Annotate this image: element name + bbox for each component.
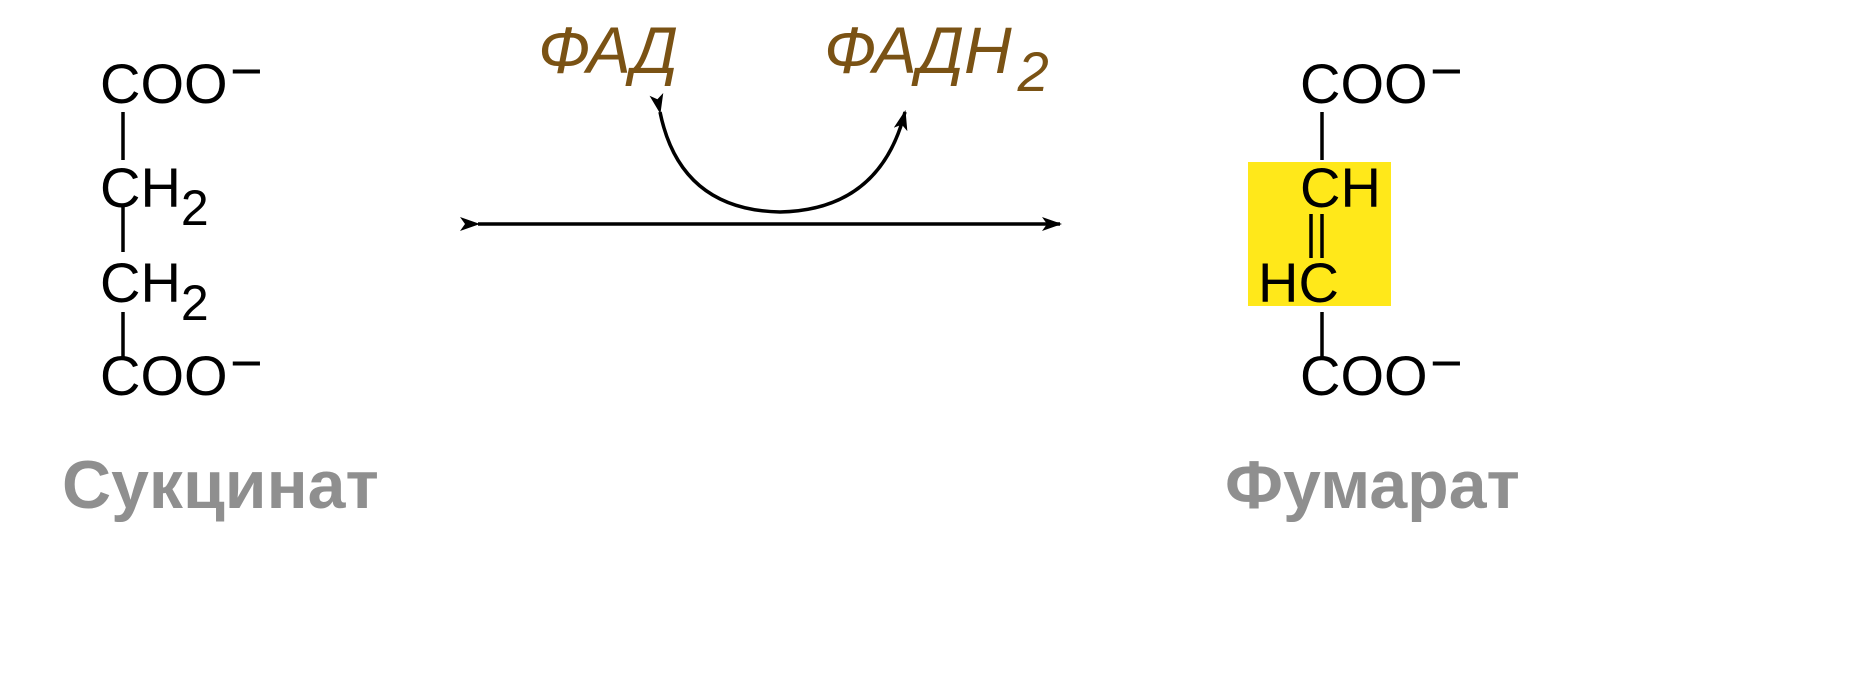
succinate-name: Сукцинат: [62, 447, 379, 523]
succinate-charge-top: −: [230, 39, 263, 102]
cofactor-arc-arrow: [649, 92, 908, 214]
fumarate-ch-upper: CH: [1300, 156, 1381, 219]
fumarate-charge-top: −: [1430, 39, 1463, 102]
fumarate-coo-bottom: COO: [1300, 344, 1428, 407]
fad-label: ФАД: [538, 13, 678, 87]
reaction-arrows: [460, 92, 1062, 231]
succinate-charge-bottom: −: [230, 331, 263, 394]
succinate-ch2-upper: CH2: [100, 156, 209, 236]
fumarate-charge-bottom: −: [1430, 331, 1463, 394]
fumarate-structure: COO − CH HC COO − Фумарат: [1225, 39, 1520, 523]
double-bond-highlight: [1248, 162, 1391, 306]
succinate-ch2-lower: CH2: [100, 251, 209, 331]
fumarate-coo-top: COO: [1300, 52, 1428, 115]
succinate-coo-bottom: COO: [100, 344, 228, 407]
succinate-coo-top: COO: [100, 52, 228, 115]
fumarate-name: Фумарат: [1225, 447, 1520, 523]
succinate-structure: COO − CH2 CH2 COO − Сукцинат: [62, 39, 379, 523]
fumarate-hc-lower: HC: [1258, 251, 1339, 314]
